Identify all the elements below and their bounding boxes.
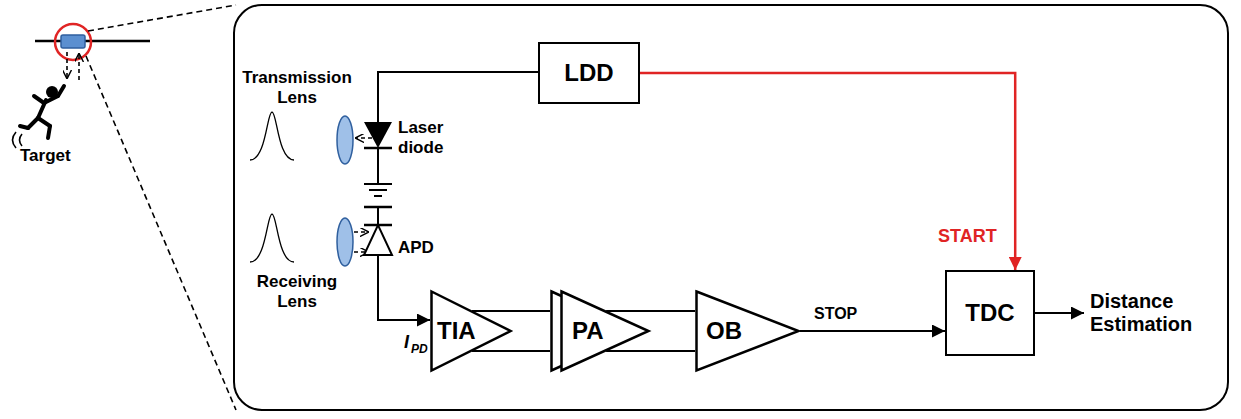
emit-arrow bbox=[66, 52, 68, 78]
amplifier-triangle: PA bbox=[550, 290, 650, 372]
signal-name: I bbox=[404, 332, 409, 353]
pulse-waveform bbox=[250, 214, 294, 262]
signal-wire bbox=[800, 330, 945, 332]
transmission-lens bbox=[337, 116, 353, 164]
wire bbox=[377, 148, 379, 184]
zoom-panel bbox=[234, 5, 1228, 410]
part-name: Receiving Lens bbox=[238, 272, 356, 311]
zoom-line bbox=[88, 5, 236, 31]
motion-arcs bbox=[13, 132, 23, 148]
return-arrow bbox=[78, 54, 80, 80]
part-name: Laser diode bbox=[398, 118, 462, 157]
target-label: Target bbox=[20, 146, 71, 166]
laser-diode-symbol bbox=[364, 122, 392, 148]
buffer-triangle: OB bbox=[695, 290, 800, 372]
falling-person bbox=[20, 86, 64, 138]
highlight-circle bbox=[55, 24, 91, 60]
converter-box: TDC bbox=[945, 270, 1035, 356]
ground-symbol bbox=[364, 184, 392, 196]
photocurrent-wire bbox=[378, 255, 430, 320]
light-arrow bbox=[356, 137, 372, 139]
sensor-module bbox=[61, 35, 85, 48]
amplifier-triangle: TIA bbox=[430, 290, 512, 372]
part-name: APD bbox=[398, 238, 434, 258]
block-name: PA bbox=[572, 319, 604, 343]
signal-name: STOP bbox=[814, 305, 857, 323]
signal-subscript: PD bbox=[411, 343, 428, 357]
triangle-outline bbox=[697, 292, 799, 371]
block-name: TIA bbox=[437, 319, 476, 343]
output-arrow bbox=[1035, 312, 1084, 314]
receiving-lens bbox=[337, 218, 353, 266]
triangle-outline bbox=[432, 292, 511, 371]
driver-box: LDD bbox=[538, 42, 640, 104]
block-name: LDD bbox=[564, 61, 613, 85]
signal-name: START bbox=[938, 226, 997, 247]
wire bbox=[378, 72, 538, 122]
output-label: Distance Estimation bbox=[1090, 290, 1218, 336]
light-arrow bbox=[354, 231, 368, 233]
part-name: Transmission Lens bbox=[238, 68, 356, 107]
block-name: OB bbox=[706, 319, 742, 343]
block-name: TDC bbox=[965, 301, 1014, 325]
start-signal bbox=[640, 73, 1015, 270]
triangle-outline bbox=[562, 292, 649, 371]
ceiling-line bbox=[35, 40, 150, 43]
zoom-line bbox=[86, 56, 236, 410]
wire bbox=[377, 207, 379, 225]
pulse-waveform bbox=[250, 112, 294, 160]
apd-symbol bbox=[364, 225, 392, 255]
